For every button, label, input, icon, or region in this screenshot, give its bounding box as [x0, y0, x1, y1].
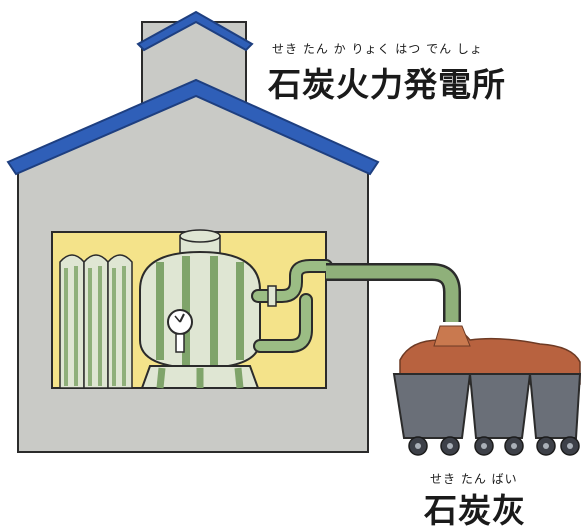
steam-pipe	[251, 259, 333, 353]
chimney-roof	[136, 10, 254, 52]
ash-pipe	[326, 263, 461, 322]
coal-carts	[392, 373, 582, 456]
silos	[59, 254, 133, 389]
building-roof	[6, 78, 380, 176]
ash-ruby: せき たん ばい	[430, 472, 518, 486]
title-ruby: せき たん か りょく はつ でん しょ	[272, 42, 483, 56]
ash-label: 石炭灰	[424, 491, 526, 530]
ash-pile	[399, 325, 581, 385]
pressure-gauge	[167, 309, 193, 353]
title-label: 石炭火力発電所	[268, 65, 506, 104]
